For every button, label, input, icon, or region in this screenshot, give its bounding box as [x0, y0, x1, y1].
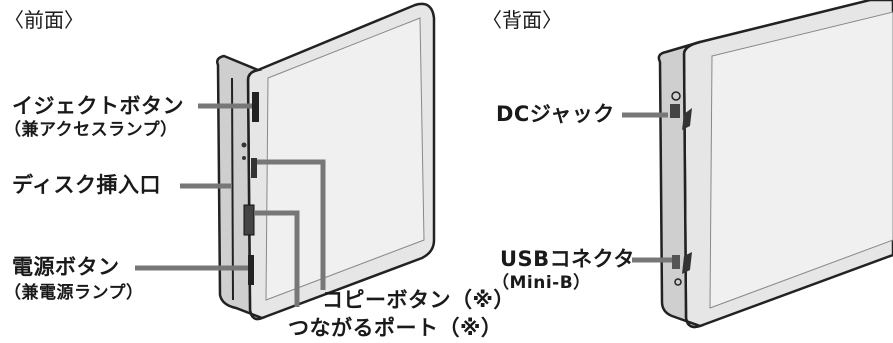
port-label: つながるポート（※）: [288, 316, 503, 340]
back-device-side: [657, 40, 704, 329]
front-leader-lines: [135, 103, 326, 307]
eject-button-label: イジェクトボタン: [12, 94, 184, 118]
power-button-label: 電源ボタン: [12, 255, 120, 279]
front-heading: 〈前面〉: [4, 8, 84, 32]
back-heading: 〈背面〉: [482, 8, 562, 32]
disc-slot-label: ディスク挿入口: [12, 173, 162, 197]
front-device-front-edge: [216, 54, 266, 321]
dc-jack-shape: [670, 104, 680, 118]
copy-button-label: コピーボタン（※）: [322, 288, 515, 312]
usb-connector-sublabel: （Mini-B）: [492, 273, 591, 293]
dc-jack-label: DCジャック: [496, 102, 615, 126]
port-shape: [243, 204, 255, 236]
copy-button-shape: [251, 158, 257, 178]
usb-connector-shape: [672, 255, 680, 269]
disc-slot: [231, 77, 234, 301]
front-device: [216, 2, 436, 321]
power-button-shape: [248, 255, 254, 285]
usb-connector-label: USBコネクタ: [500, 247, 635, 271]
back-leader-lines: [622, 112, 672, 263]
power-button-sublabel: （兼電源ランプ）: [4, 283, 144, 303]
eject-button-shape: [252, 92, 259, 122]
eject-button-sublabel: （兼アクセスランプ）: [4, 120, 178, 140]
back-device: [657, 0, 893, 329]
